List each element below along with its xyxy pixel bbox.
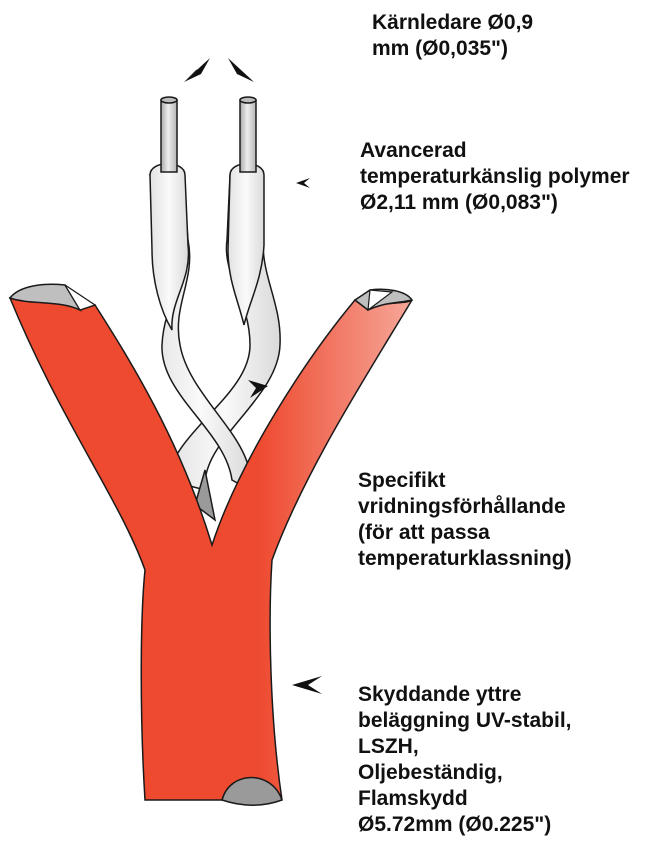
label-insulation-line3: Ø2,11 mm (Ø0,083") — [360, 190, 630, 216]
arrow-conductor-right — [228, 58, 254, 82]
arrow-conductor-left-body — [184, 58, 210, 82]
label-jacket-line3: LSZH, — [358, 734, 572, 760]
conductor-right-tip — [240, 97, 256, 103]
label-insulation: Avancerad temperaturkänslig polymer Ø2,1… — [360, 138, 630, 216]
label-jacket-line4: Oljebeständig, — [358, 760, 572, 786]
label-twist-line3: (för att passa — [358, 520, 572, 546]
conductor-right — [240, 100, 256, 172]
label-jacket-line5: Flamskydd — [358, 786, 572, 812]
jacket-body — [10, 298, 412, 800]
label-jacket-line1: Skyddande yttre — [358, 682, 572, 708]
conductor-left — [161, 100, 177, 172]
conductors — [161, 97, 256, 172]
label-twist-line2: vridningsförhållande — [358, 494, 572, 520]
label-insulation-line2: temperaturkänslig polymer — [360, 164, 630, 190]
arrow-insulation — [296, 178, 310, 188]
label-twist: Specifikt vridningsförhållande (för att … — [358, 468, 572, 572]
label-jacket-line6: Ø5.72mm (Ø0.225") — [358, 812, 572, 838]
label-insulation-line1: Avancerad — [360, 138, 630, 164]
label-conductor: Kärnledare Ø0,9 mm (Ø0,035") — [372, 10, 533, 62]
label-jacket-line2: beläggning UV-stabil, — [358, 708, 572, 734]
label-conductor-line2: mm (Ø0,035") — [372, 36, 533, 62]
arrow-jacket — [292, 676, 322, 694]
label-twist-line4: temperaturklassning) — [358, 546, 572, 572]
label-conductor-line1: Kärnledare Ø0,9 — [372, 10, 533, 36]
label-jacket: Skyddande yttre beläggning UV-stabil, LS… — [358, 682, 572, 838]
conductor-left-tip — [161, 97, 177, 103]
outer-jacket — [10, 284, 412, 805]
wire-left-top — [150, 164, 188, 330]
label-twist-line1: Specifikt — [358, 468, 572, 494]
